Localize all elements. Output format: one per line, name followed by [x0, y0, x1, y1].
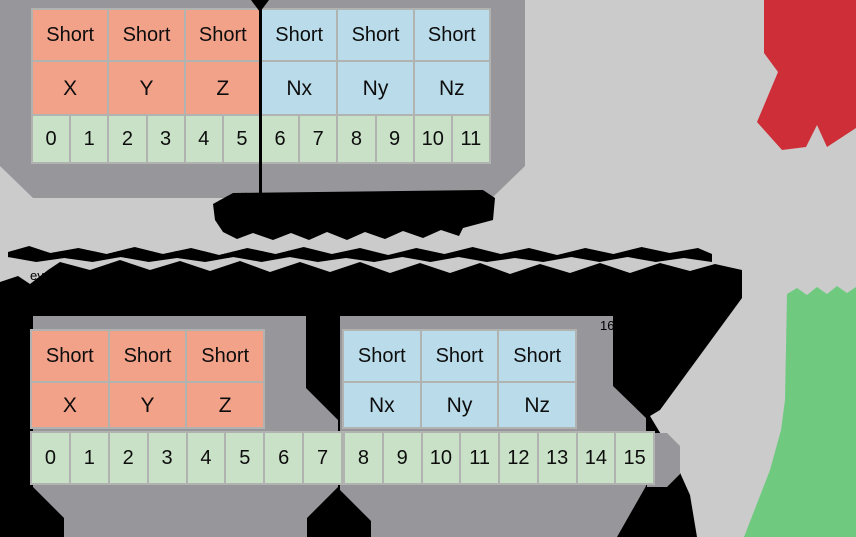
bottom-type-cell: Short: [421, 331, 498, 381]
bottom-attr-cell: Ny: [421, 383, 498, 427]
bottom-position-header: Short Short Short X Y Z: [30, 329, 265, 429]
annotation-stride-label: 16 bytes: [600, 318, 650, 333]
top-type-cell: Short: [338, 10, 413, 60]
bottom-byte-cell: 5: [226, 433, 264, 483]
bottom-byte-cell: 9: [383, 433, 421, 483]
top-byte-cell: 8: [338, 116, 375, 162]
top-type-cell: Short: [185, 10, 260, 60]
top-byte-cell: 3: [147, 116, 184, 162]
top-byte-cell: 5: [223, 116, 260, 162]
top-byte-cell: 0: [33, 116, 70, 162]
bottom-type-cell: Short: [187, 331, 263, 381]
bottom-byte-cell: 10: [422, 433, 460, 483]
top-byte-cell: 6: [262, 116, 299, 162]
bottom-byte-cell: 4: [187, 433, 225, 483]
bottom-byte-cell: 6: [265, 433, 303, 483]
bottom-byte-cell: 0: [32, 433, 69, 483]
bottom-attr-cell: X: [32, 383, 108, 427]
top-byte-cell: 2: [109, 116, 146, 162]
top-type-cell: Short: [262, 10, 337, 60]
bottom-attr-cell: Y: [109, 383, 186, 427]
bottom-attr-cell: Nz: [499, 383, 575, 427]
bottom-byte-cell: 2: [109, 433, 147, 483]
bottom-byte-cell: 7: [304, 433, 341, 483]
bottom-type-cell: Short: [109, 331, 186, 381]
top-byte-cell: 1: [71, 116, 108, 162]
bottom-type-cell: Short: [344, 331, 420, 381]
top-byte-cell: 7: [300, 116, 337, 162]
bottom-normal-header: Short Short Short Nx Ny Nz: [342, 329, 577, 429]
bottom-attr-cell: Nx: [344, 383, 420, 427]
bottom-byte-cell: 15: [616, 433, 653, 483]
bottom-byte-cell: 11: [461, 433, 498, 483]
top-type-cell: Short: [109, 10, 184, 60]
top-byte-cell: 9: [376, 116, 413, 162]
top-byte-cell: 4: [185, 116, 222, 162]
bottom-byte-cell: 3: [148, 433, 186, 483]
offset-6-arrowhead: [251, 0, 269, 12]
annotation-paragraph-line2: every attribute begins at a 4-byte align…: [30, 268, 301, 283]
annotation-offset-callout: Nx offset = 6 bytes (not a multiple of 4…: [213, 190, 495, 240]
top-byte-cell: 11: [452, 116, 489, 162]
top-type-cell: Short: [414, 10, 489, 60]
annotation-bottom-left-label: X, Y, Z + 2 padding bytes: [60, 299, 205, 314]
bottom-byte-strip-right: 8 9 10 11 12 13 14 15: [343, 431, 655, 485]
bottom-type-cell: Short: [499, 331, 575, 381]
bottom-type-cell: Short: [32, 331, 108, 381]
top-attr-cell: Nz: [414, 62, 489, 114]
bottom-byte-cell: 13: [538, 433, 576, 483]
top-attr-cell: Ny: [338, 62, 413, 114]
bottom-byte-strip-left: 0 1 2 3 4 5 6 7: [30, 431, 343, 485]
top-attr-cell: Z: [185, 62, 260, 114]
annotation-bottom-right-label: Nx, Ny, Nz + 2 padding bytes: [360, 299, 528, 314]
top-attr-cell: Nx: [262, 62, 337, 114]
top-byte-cell: 10: [414, 116, 451, 162]
bottom-byte-cell: 1: [70, 433, 108, 483]
bottom-byte-cell: 8: [345, 433, 382, 483]
top-type-cell: Short: [33, 10, 108, 60]
annotation-paragraph-line: Add two bytes of padding after each attr…: [8, 246, 712, 262]
bottom-attr-cell: Z: [187, 383, 263, 427]
top-attr-cell: X: [33, 62, 108, 114]
top-attr-cell: Y: [109, 62, 184, 114]
bottom-byte-cell: 14: [577, 433, 615, 483]
offset-6-pointer-line: [259, 0, 262, 193]
bottom-byte-cell: 12: [500, 433, 537, 483]
